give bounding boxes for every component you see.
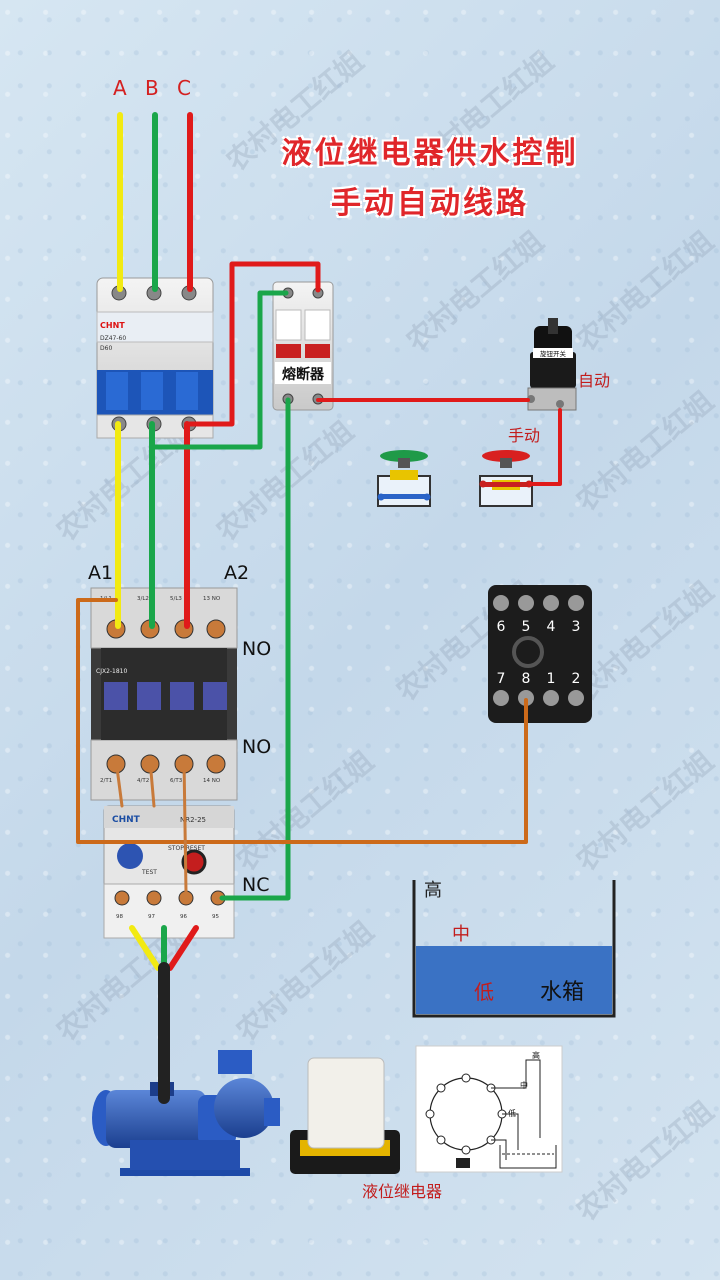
overload-test: TEST [141,869,157,876]
level-relay-schematic: 高 中 低 [415,1045,563,1173]
title-line-2: 手动自动线路 [331,186,529,221]
start-button [377,450,431,507]
schematic-high: 高 [532,1050,540,1060]
relay-socket: 6 5 4 3 7 8 1 2 [488,585,592,723]
contactor-a1-label: A1 [88,562,114,584]
breaker-rating: D60 [100,345,112,352]
stop-button [479,450,533,507]
socket-pin-label: 8 [522,671,531,687]
fuse-label: 熔断器 [282,366,325,383]
breaker-model: DZ47-60 [100,335,126,342]
contactor: CJX2-1810 1/L1 3/L2 5/L3 13 NO 2/T1 4/T2… [90,587,238,801]
contactor-bottom-terminal: 2/T1 [100,778,112,784]
tank-high-label: 高 [424,880,442,901]
socket-pin-label: 5 [522,619,531,635]
selector-auto-label: 自动 [578,371,611,390]
socket-pin-label: 2 [572,671,581,687]
socket-pin-label: 7 [497,671,506,687]
selector-switch: 旋钮开关 [527,318,577,411]
socket-pin-label: 1 [547,671,556,687]
contactor-top-terminal: 13 NO [203,596,221,602]
overload-brand: CHNT [112,815,141,825]
phase-label-a: A [113,76,127,100]
tank-low-label: 低 [474,980,494,1004]
water-pump [92,1050,280,1176]
contactor-bottom-terminal: 6/T3 [170,778,183,784]
tank-name-label: 水箱 [540,980,585,1005]
water-tank [412,880,616,1018]
contactor-top-terminal: 3/L2 [137,596,149,602]
socket-pin-label: 4 [547,619,556,635]
contactor-a2-label: A2 [224,562,250,584]
wiring [76,112,562,1104]
contactor-top-terminal: 5/L3 [170,596,182,602]
contactor-bottom-terminal: 14 NO [203,778,221,784]
contactor-no-bottom-label: NO [242,736,272,758]
overload-nc-label: NC [242,874,270,896]
overload-terminal: 98 [116,914,123,920]
selector-cap-label: 旋钮开关 [540,349,567,358]
overload-terminal: 96 [180,914,187,920]
phase-label-c: C [177,76,191,100]
title-line-1: 液位继电器供水控制 [281,136,579,171]
selector-manual-label: 手动 [508,426,541,445]
level-relay-device [290,1057,400,1174]
overload-relay: CHNT NR2-25 STOP RESET TEST 98 97 96 95 [103,805,235,939]
breaker-brand: CHNT [100,321,125,330]
overload-terminal: 95 [212,914,219,920]
socket-pin-label: 6 [497,619,506,635]
overload-model: NR2-25 [180,816,206,824]
schematic-low: 低 [508,1108,516,1118]
phase-label-b: B [145,76,159,100]
overload-terminal: 97 [148,914,155,920]
contactor-model: CJX2-1810 [96,668,128,675]
fuse-holder: 熔断器 [272,281,334,411]
level-relay-caption: 液位继电器 [362,1182,443,1201]
schematic-mid: 中 [520,1080,528,1090]
contactor-bottom-terminal: 4/T2 [137,778,149,784]
tank-mid-label: 中 [452,924,470,945]
circuit-breaker: CHNT DZ47-60 D60 [96,277,214,439]
socket-pin-label: 3 [572,619,581,635]
contactor-no-top-label: NO [242,638,272,660]
